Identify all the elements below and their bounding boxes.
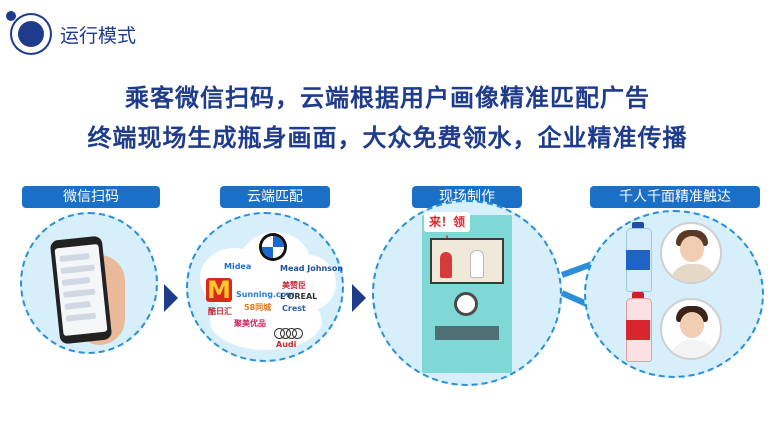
person-figure [440,252,452,278]
audi-ring [292,328,303,339]
brand-meizanchen: 美赞臣 [282,281,306,290]
phone-list-row [60,264,96,274]
bottle-print-slot-icon [454,292,478,316]
step-label-cloud: 云端匹配 [220,186,330,208]
brand-loreal: L'OREAL [280,292,318,301]
phone-icon [49,235,113,345]
brand-midea: Midea [224,262,252,271]
bmw-logo-icon [262,236,284,258]
brand-crest: Crest [282,304,306,313]
phone-list-row [65,312,97,322]
avatar-head [680,312,704,338]
brand-58: 58同城 [244,303,272,312]
flow-arrow-icon [352,284,366,312]
phone-list-row [61,277,91,286]
phone-list-row [63,288,96,298]
phone-list-row [59,252,90,263]
avatar-body [670,264,716,282]
brand-audi: Audi [276,340,297,349]
brand-mead-johnson: Mead Johnson [280,264,344,273]
flow-arrow-icon [164,284,178,312]
machine-sign: 来！领水 [424,212,470,249]
phone-screen [54,243,108,337]
audi-logo-icon [274,328,304,339]
person-figure [470,250,484,278]
bottle-cap [632,222,644,230]
avatar-head [680,236,704,262]
headline-line-1: 乘客微信扫码，云端根据用户画像精准匹配广告 [125,84,650,112]
brand-jumei: 聚美优品 [234,319,266,328]
phone-list-row [64,301,91,310]
avatar-young-man [660,298,722,360]
bottle-label [626,250,650,270]
mcdonalds-logo-icon: M [206,276,232,304]
brand-kurihui: 酷日汇 [208,307,232,316]
headline-line-2: 终端现场生成瓶身画面，大众免费领水，企业精准传播 [87,124,688,152]
bottle-label [626,320,650,340]
step-label-scan: 微信扫码 [22,186,160,208]
avatar-mother-child [660,222,722,284]
section-title: 运行模式 [60,24,137,47]
step-label-reach: 千人千面精准触达 [590,186,760,208]
logo-icon [6,11,50,53]
machine-output-slot [435,326,499,340]
avatar-body [670,340,716,358]
brand-suning: Sunning.com [236,290,295,299]
bottle-cap [632,292,644,300]
section-header: 运行模式 [6,11,137,54]
